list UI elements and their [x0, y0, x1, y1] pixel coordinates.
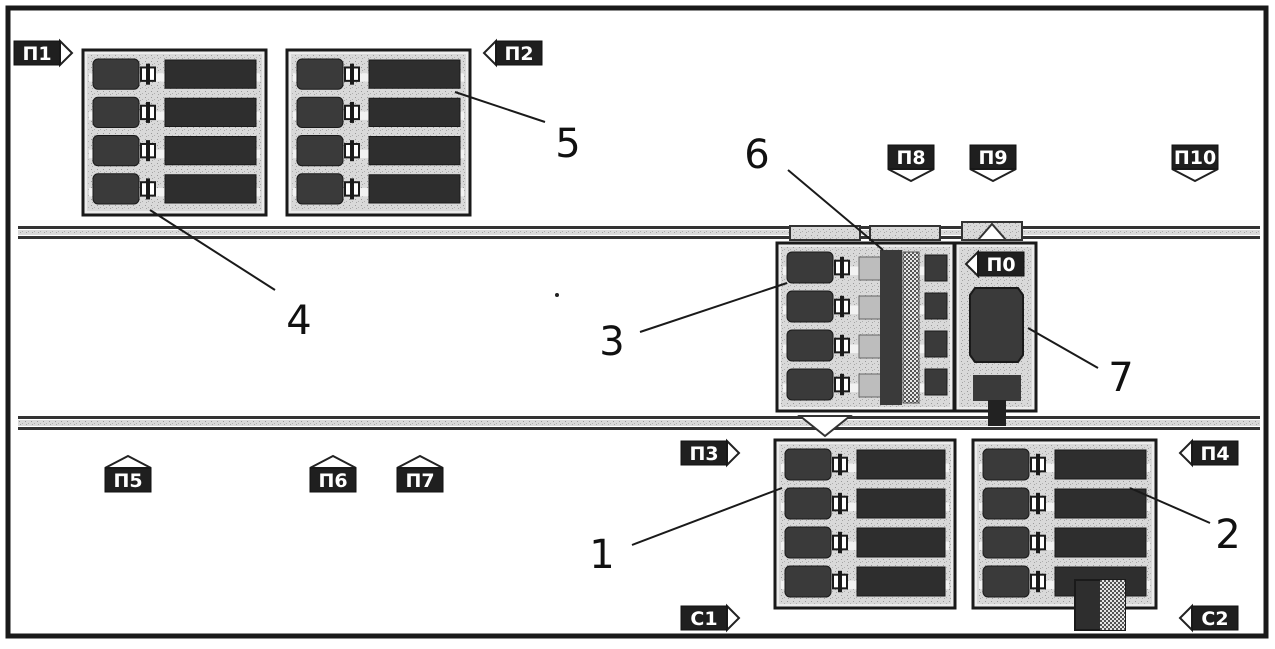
tag-p0: П0: [964, 249, 1025, 279]
tag-p1: П1: [13, 38, 74, 68]
tag-p6-label: П6: [318, 470, 347, 492]
unit-1-rack: [773, 438, 957, 610]
unit-p1-rack-row: [89, 173, 260, 205]
unit-3-rack: [775, 225, 956, 438]
tag-p9: П9: [969, 144, 1017, 183]
tag-p2-label: П2: [504, 43, 533, 65]
unit-p2-rack-row: [293, 173, 464, 205]
tag-c2-label: С2: [1201, 608, 1228, 630]
leader-line-4: [149, 209, 276, 291]
unit-2-rack-row: [979, 448, 1150, 481]
tag-p0-label: П0: [986, 254, 1015, 276]
tag-p5-label: П5: [113, 470, 142, 492]
tag-c1-label: С1: [690, 608, 717, 630]
unit-1-rack-row: [781, 565, 949, 598]
callout-numbers: 1 2 3 4 5 6 7: [286, 121, 1240, 578]
unit-p1-rack-row: [89, 96, 260, 128]
tag-p2: П2: [482, 38, 543, 68]
lower-corridor: [18, 416, 1260, 430]
unit-2-rack-row: [979, 526, 1150, 559]
outer-frame: [5, 5, 1269, 639]
tag-p8-label: П8: [896, 147, 925, 169]
unit-3-rack-row: [783, 251, 948, 284]
tag-p7: П7: [396, 454, 444, 493]
tag-p1-label: П1: [22, 43, 51, 65]
unit-p1-rack: [81, 48, 268, 217]
unit-p2-rack: [285, 48, 472, 217]
callout-4: 4: [286, 298, 311, 344]
unit-2-rack: [971, 438, 1158, 610]
callout-5: 5: [555, 121, 580, 167]
tag-p3: П3: [680, 438, 741, 468]
leader-line-6: [787, 169, 884, 251]
unit-3-rack-row: [783, 368, 948, 401]
tag-p10: П10: [1171, 144, 1219, 183]
tag-p6: П6: [309, 454, 357, 493]
unit-2-rack-row: [979, 565, 1150, 598]
leader-line-2: [1129, 487, 1211, 524]
tag-c1: С1: [680, 603, 741, 633]
callout-2: 2: [1215, 512, 1240, 558]
stray-dot: [555, 293, 559, 297]
tag-p4-label: П4: [1200, 443, 1229, 465]
unit-1-rack-row: [781, 487, 949, 520]
tag-p3-label: П3: [689, 443, 718, 465]
leader-line-1: [631, 487, 783, 546]
equipment-units: [81, 48, 1158, 631]
upper-corridor: [18, 226, 1260, 239]
leader-line-7: [1027, 327, 1099, 369]
unit-p2-rack-row: [293, 96, 464, 128]
unit-p1-rack-row: [89, 58, 260, 90]
unit-1-rack-row: [781, 526, 949, 559]
leader-line-3: [639, 282, 788, 333]
leader-line-5: [454, 91, 546, 123]
callout-3: 3: [599, 319, 624, 365]
tag-p7-label: П7: [405, 470, 434, 492]
unit-p2-rack-row: [293, 135, 464, 167]
tag-p5: П5: [104, 454, 152, 493]
callout-7: 7: [1108, 355, 1133, 401]
unit-1-rack-row: [781, 448, 949, 481]
tag-p9-label: П9: [978, 147, 1007, 169]
tag-p8: П8: [887, 144, 935, 183]
unit-2-outlet-chute: [1074, 579, 1126, 631]
tag-c2: С2: [1178, 603, 1239, 633]
callout-leader-lines: [149, 91, 1211, 546]
unit-p2-rack-row: [293, 58, 464, 90]
unit-2-rack-row: [979, 487, 1150, 520]
unit-p1-rack-row: [89, 135, 260, 167]
callout-6: 6: [744, 132, 769, 178]
tag-p4: П4: [1178, 438, 1239, 468]
callout-1: 1: [589, 532, 614, 578]
tag-p10-label: П10: [1174, 147, 1216, 169]
